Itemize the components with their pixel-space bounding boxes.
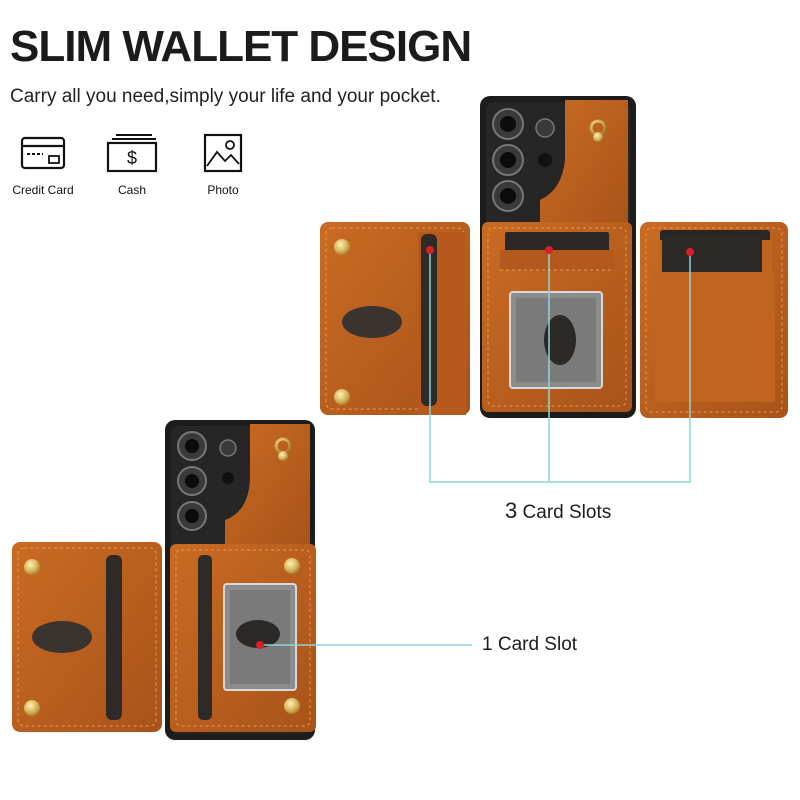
feature-cash: $ Cash (96, 132, 168, 197)
pointer-dot (426, 246, 434, 254)
feature-label: Photo (207, 183, 239, 197)
pointer-dot (686, 248, 694, 256)
page-subtitle: Carry all you need,simply your life and … (10, 86, 441, 107)
feature-credit-card: Credit Card (8, 134, 78, 197)
one-card-slot-label: 1 Card Slot (482, 634, 578, 655)
upper-wallet-fold-strip (418, 232, 466, 415)
feature-label: Credit Card (12, 183, 74, 197)
cash-icon: $ (106, 134, 158, 173)
credit-card-icon (20, 136, 66, 170)
camera-module (492, 108, 555, 212)
upper-wallet-right-panel (640, 222, 788, 418)
pointer-dot (545, 246, 553, 254)
three-card-slots-number: 3 (505, 498, 518, 523)
pointer-dot (256, 641, 264, 649)
three-card-slots-text: Card Slots (517, 502, 612, 523)
feature-photo: Photo (190, 132, 256, 197)
one-slot-pointer (256, 641, 472, 649)
lower-wallet-left-panel (12, 542, 162, 732)
feature-label: Cash (117, 183, 146, 197)
lower-wallet-front-panel (170, 544, 316, 732)
three-slots-pointer (426, 246, 694, 483)
photo-icon (203, 133, 243, 173)
page-title: SLIM WALLET DESIGN (10, 22, 472, 71)
svg-text:$: $ (127, 148, 137, 168)
three-card-slots-label: 3 Card Slots (505, 498, 611, 524)
upper-wallet-center-panel (482, 222, 632, 412)
